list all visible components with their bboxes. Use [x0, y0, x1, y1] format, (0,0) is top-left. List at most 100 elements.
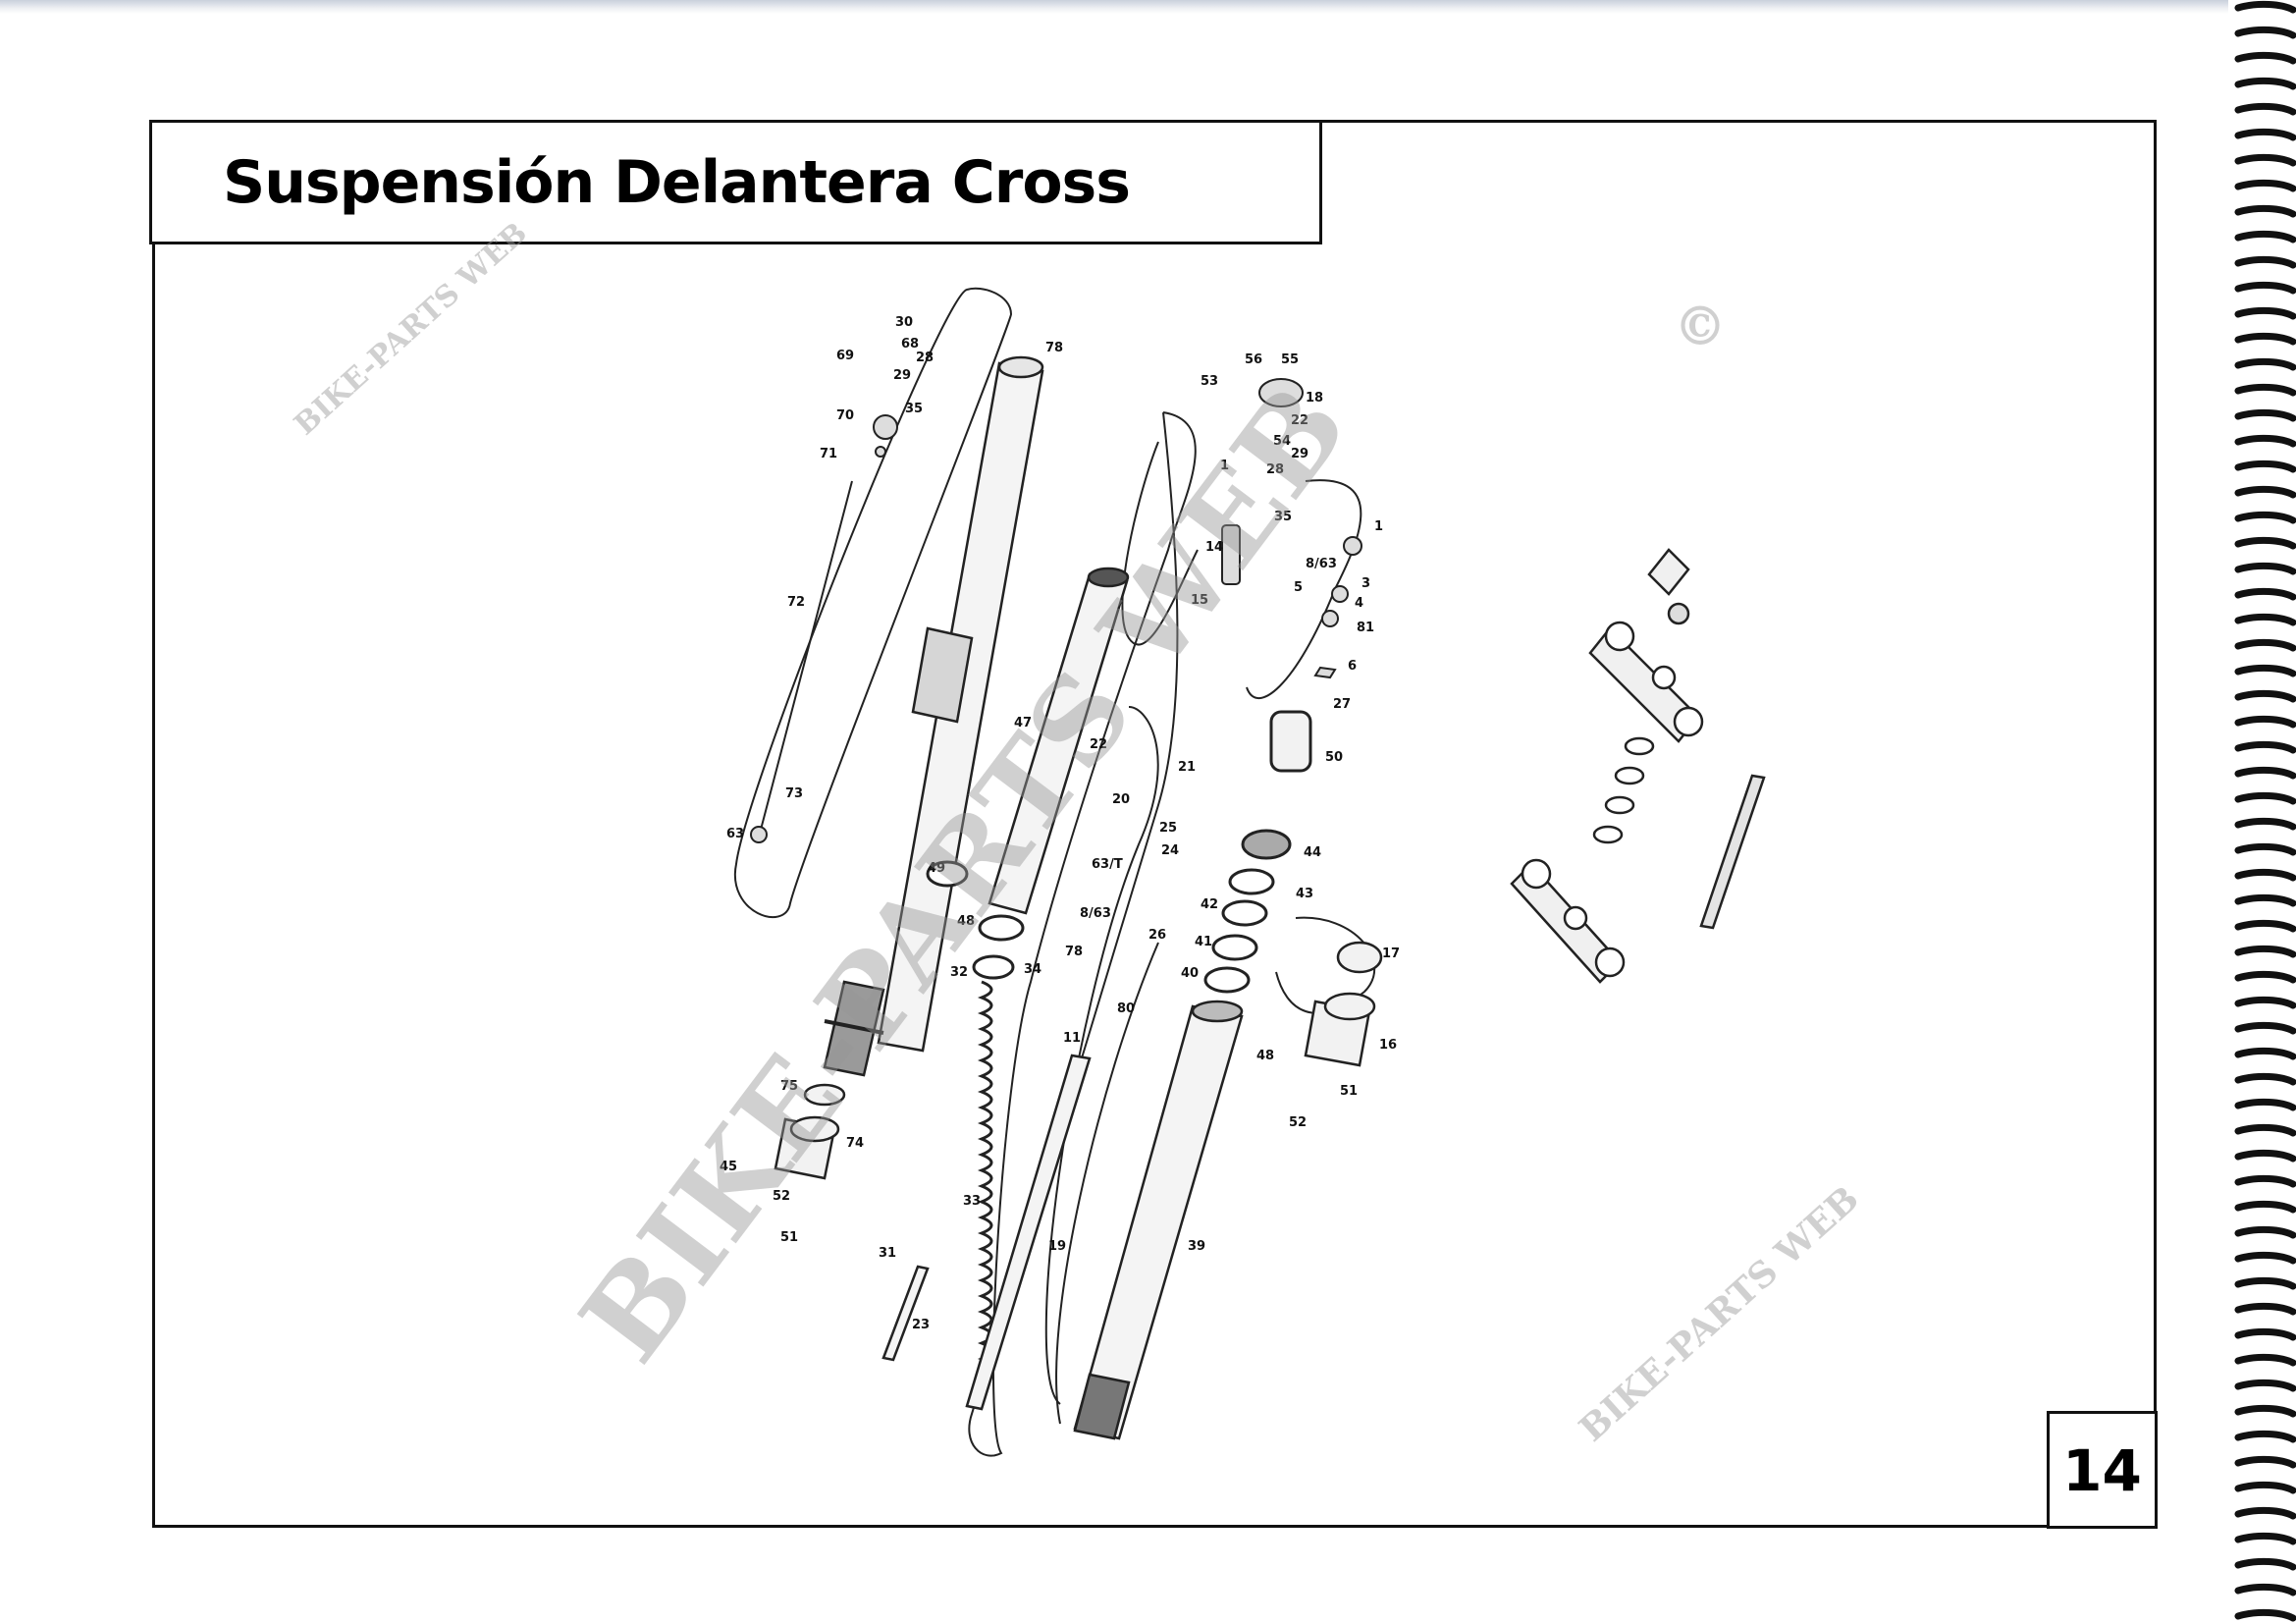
group-outline-middle: [968, 411, 1197, 1457]
callout-17: 17: [1382, 947, 1400, 961]
spiral-coil: [2234, 1123, 2296, 1137]
callout-44: 44: [1304, 845, 1321, 860]
callout-6: 6: [1348, 659, 1357, 674]
spiral-coil: [2234, 306, 2296, 320]
spiral-coil: [2234, 179, 2296, 192]
callout-27: 27: [1333, 697, 1351, 712]
spiral-coil: [2234, 1302, 2296, 1316]
callout-81: 81: [1357, 621, 1374, 635]
callout-52: 52: [1289, 1115, 1307, 1130]
watermark-copyright: ©: [1674, 295, 1727, 357]
spiral-coil: [2234, 791, 2296, 805]
callout-29: 29: [1291, 447, 1308, 461]
spiral-coil: [2234, 664, 2296, 677]
callout-25: 25: [1159, 821, 1177, 836]
spiral-coil: [2234, 842, 2296, 856]
page-title: Suspensión Delantera Cross: [223, 148, 1131, 217]
spiral-coil: [2234, 689, 2296, 703]
spiral-coil: [2234, 766, 2296, 780]
spiral-coil: [2234, 1225, 2296, 1239]
callout-21: 21: [1178, 760, 1196, 775]
callout-51: 51: [1340, 1084, 1358, 1099]
spiral-coil: [2234, 485, 2296, 499]
spiral-coil: [2234, 434, 2296, 448]
title-box: Suspensión Delantera Cross: [149, 120, 1322, 244]
seal-stack: [926, 710, 1312, 994]
spiral-coil: [2234, 945, 2296, 958]
spiral-coil: [2234, 153, 2296, 167]
group-outline-tube: [1044, 706, 1159, 1405]
spiral-coil: [2234, 562, 2296, 575]
spiral-coil: [2234, 613, 2296, 626]
spiral-coil: [2234, 1174, 2296, 1188]
callout-34: 34: [1024, 962, 1041, 977]
callout-48: 48: [1256, 1049, 1274, 1063]
spiral-coil: [2234, 536, 2296, 550]
spiral-coil: [2234, 1506, 2296, 1520]
damper-rod: [881, 1054, 1092, 1411]
callout-42: 42: [1201, 897, 1218, 912]
callout-50: 50: [1325, 750, 1343, 765]
spiral-coil: [2234, 357, 2296, 371]
callout-8-63: 8/63: [1080, 906, 1111, 921]
page-number: 14: [2062, 1437, 2142, 1504]
callout-63: 63: [726, 827, 744, 841]
callout-22: 22: [1291, 413, 1308, 428]
callout-53: 53: [1201, 374, 1218, 389]
callout-14: 14: [1205, 540, 1223, 555]
spiral-coil: [2234, 715, 2296, 729]
spiral-coil: [2234, 255, 2296, 269]
spiral-coil: [2234, 1021, 2296, 1035]
group-outline-left: [733, 287, 1013, 919]
spiral-coil: [2234, 281, 2296, 295]
spiral-coil: [2234, 1149, 2296, 1163]
spiral-coil: [2234, 996, 2296, 1009]
callout-48: 48: [957, 914, 975, 929]
callout-24: 24: [1161, 843, 1179, 858]
callout-68: 68: [901, 337, 919, 352]
fork-spring: [977, 980, 993, 1377]
spiral-coil: [2234, 26, 2296, 39]
callout-40: 40: [1181, 966, 1199, 981]
group-outline-right: [1121, 441, 1199, 646]
callout-39: 39: [1188, 1239, 1205, 1254]
callout-78: 78: [1065, 945, 1083, 959]
callout-75: 75: [780, 1079, 798, 1094]
callout-28: 28: [1266, 462, 1284, 477]
spiral-coil: [2234, 740, 2296, 754]
spiral-coil: [2234, 1276, 2296, 1290]
callout-69: 69: [836, 349, 854, 363]
callout-5: 5: [1294, 580, 1303, 595]
callout-80: 80: [1117, 1001, 1135, 1016]
spiral-coil: [2234, 893, 2296, 907]
callout-70: 70: [836, 408, 854, 423]
spiral-coil: [2234, 1608, 2296, 1622]
spiral-coil: [2234, 919, 2296, 933]
callout-18: 18: [1306, 391, 1323, 406]
group-outline-cartridge: [1055, 942, 1159, 1425]
callout-26: 26: [1148, 928, 1166, 943]
spiral-coil: [2234, 638, 2296, 652]
top-cap: [873, 378, 1362, 679]
lower-leg: [1073, 1000, 1244, 1440]
callout-78: 78: [1045, 341, 1063, 355]
callout-16: 16: [1379, 1038, 1397, 1053]
group-outline-bottom: [1275, 916, 1376, 1014]
callout-63-t: 63/T: [1092, 857, 1123, 872]
callout-35: 35: [1274, 510, 1292, 524]
spiral-coil: [2234, 1072, 2296, 1086]
callout-43: 43: [1296, 887, 1313, 901]
spiral-coil: [2234, 1404, 2296, 1418]
callout-33: 33: [963, 1194, 981, 1209]
spiral-coil: [2234, 1557, 2296, 1571]
axle-clamp: [774, 941, 1383, 1180]
spiral-coil: [2234, 383, 2296, 397]
spiral-coil: [2234, 1379, 2296, 1392]
callout-74: 74: [846, 1136, 864, 1151]
callout-15: 15: [1191, 593, 1208, 608]
callout-19: 19: [1048, 1239, 1066, 1254]
spiral-coil: [2234, 230, 2296, 243]
spiral-coil: [2234, 0, 2296, 14]
